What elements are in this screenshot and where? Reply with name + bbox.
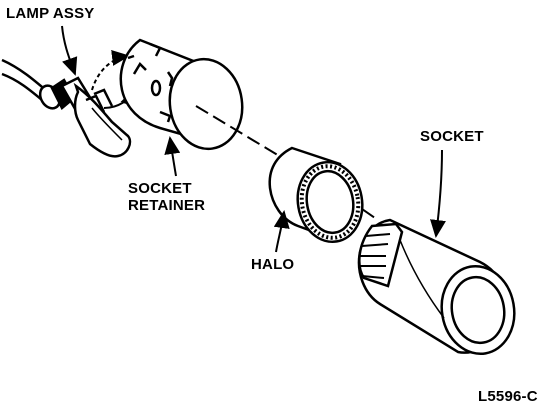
- lamp-assembly: [38, 76, 132, 158]
- halo: [268, 146, 364, 244]
- lamp-assy-leader: [61, 25, 78, 76]
- retainer-leader: [164, 136, 181, 177]
- halo-label: HALO: [251, 256, 295, 273]
- socket-retainer: [119, 38, 244, 151]
- socket-retainer-label-line2: RETAINER: [128, 197, 206, 214]
- socket-retainer-label-line1: SOCKET: [128, 180, 192, 197]
- halo-leader: [273, 210, 290, 253]
- socket-label: SOCKET: [420, 128, 484, 145]
- socket-retainer-label: SOCKET RETAINER: [128, 180, 205, 214]
- figure-code: L5596-C: [478, 388, 538, 405]
- socket: [357, 218, 516, 356]
- socket-leader: [430, 149, 446, 238]
- lamp-assy-label: LAMP ASSY: [6, 5, 95, 22]
